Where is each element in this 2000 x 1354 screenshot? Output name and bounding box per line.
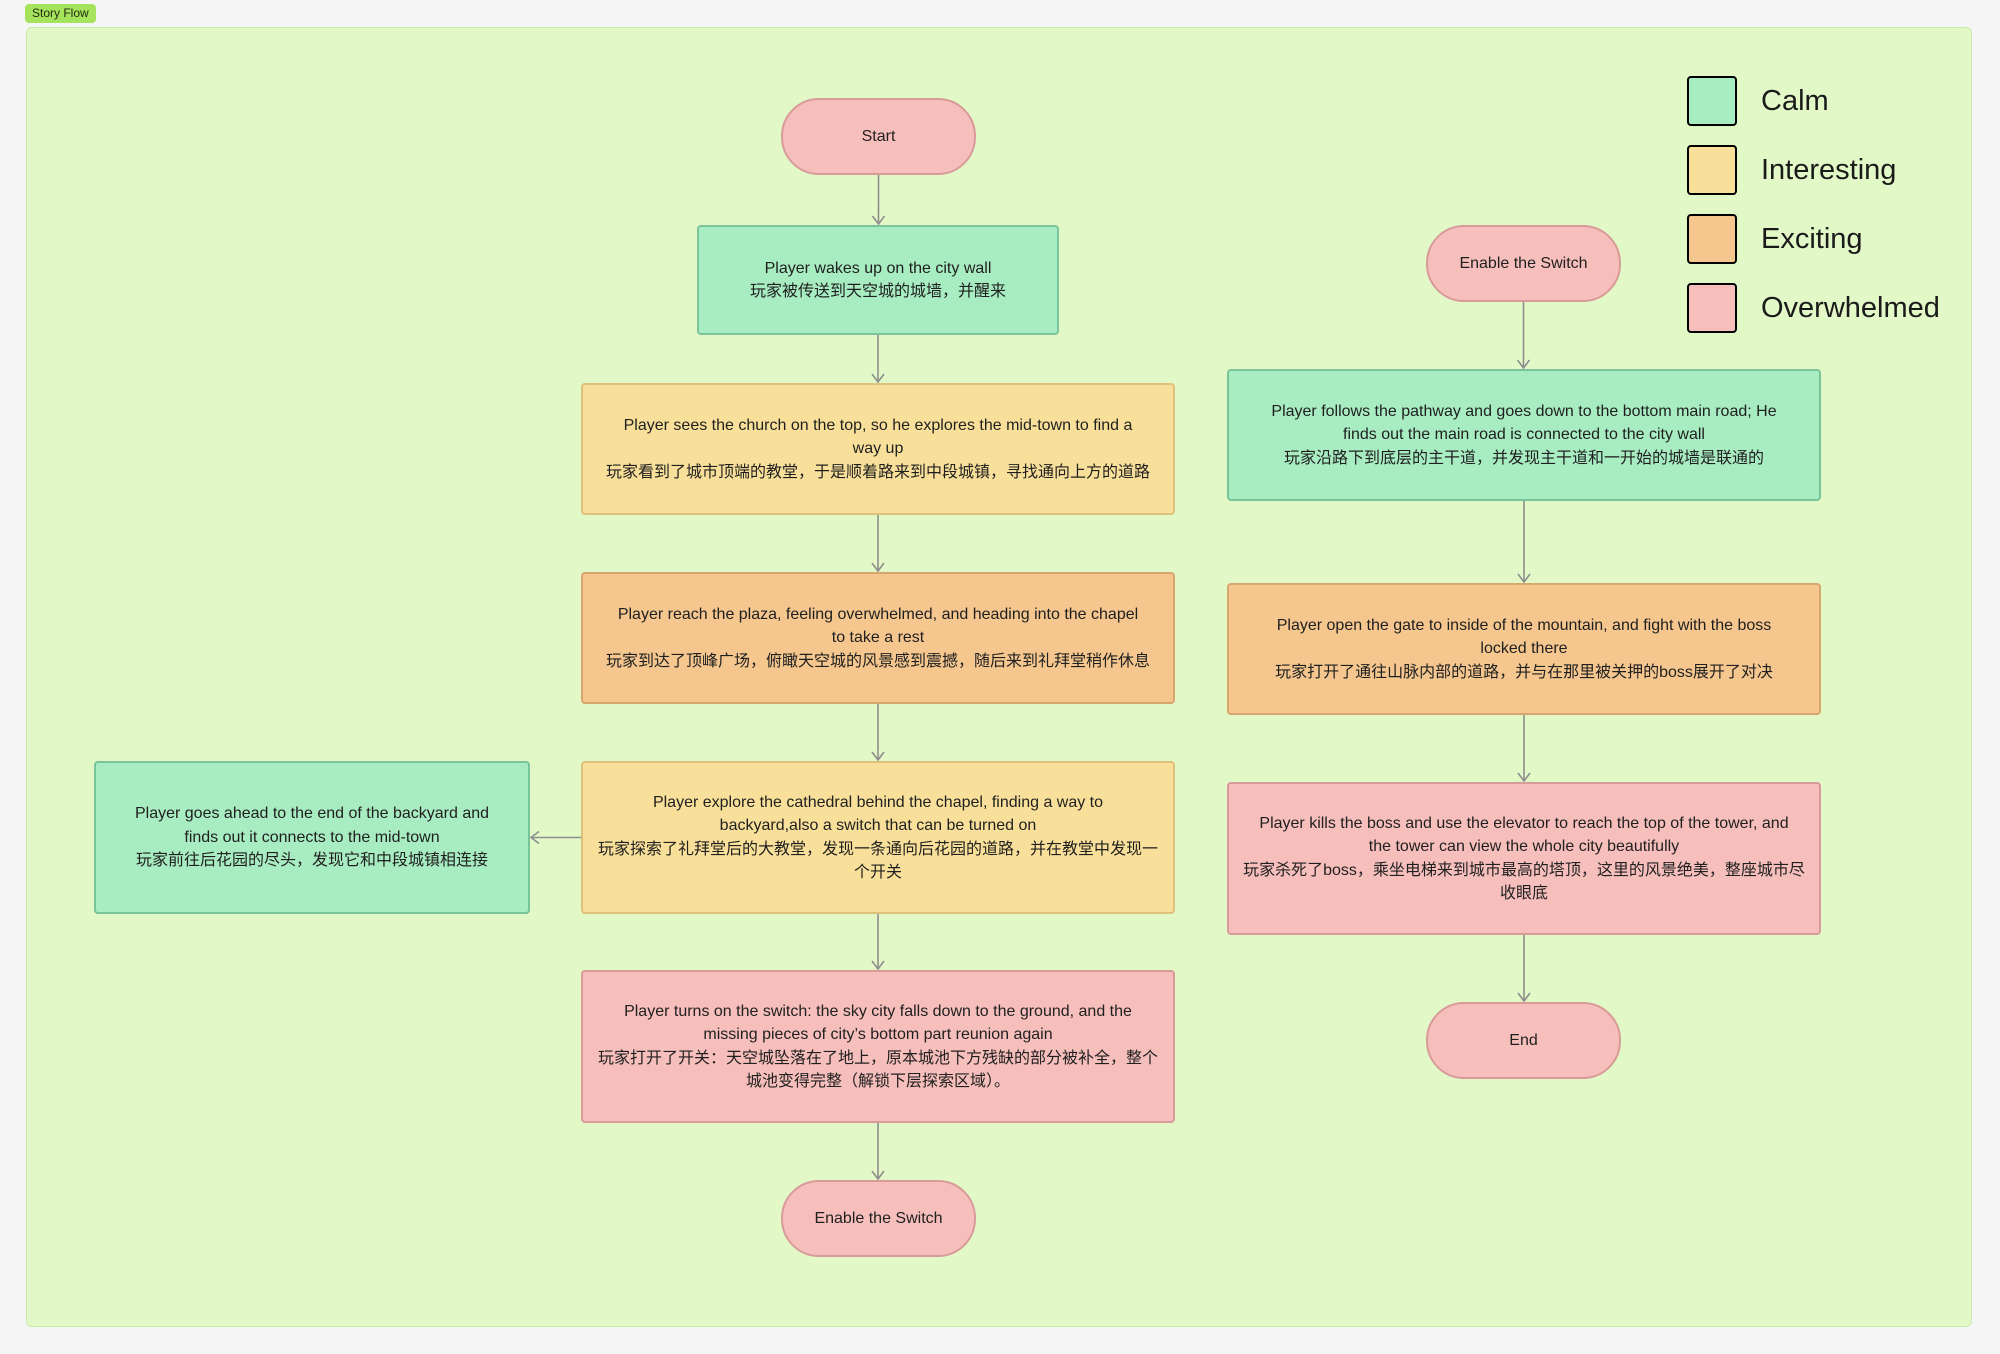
node-text-line: to take a rest [831, 629, 925, 647]
node-text-line: 玩家探索了礼拜堂后的大教堂，发现一条通向后花园的道路，并在教堂中发现一 [597, 840, 1158, 858]
plaza-node[interactable]: Player reach the plaza, feeling overwhel… [581, 572, 1175, 704]
enable-switch-right-node[interactable]: Enable the Switch [1426, 225, 1621, 302]
pathway-node[interactable]: Player follows the pathway and goes down… [1227, 369, 1821, 501]
legend-label-exciting: Exciting [1761, 222, 1863, 255]
node-text-line: 玩家打开了通往山脉内部的道路，并与在那里被关押的boss展开了对决 [1275, 663, 1773, 681]
node-text-line: 城池变得完整（解锁下层探索区域）。 [745, 1073, 1010, 1090]
node-text-line: Player follows the pathway and goes down… [1271, 402, 1777, 420]
node-text-line: Player explore the cathedral behind the … [652, 793, 1104, 811]
node-text-line: 玩家到达了顶峰广场，俯瞰天空城的风景感到震撼，随后来到礼拜堂稍作休息 [605, 652, 1150, 670]
node-text-line: Enable the Switch [814, 1209, 943, 1227]
boss-killed-node[interactable]: Player kills the boss and use the elevat… [1227, 782, 1821, 935]
end-node[interactable]: End [1426, 1002, 1621, 1079]
node-text-line: 玩家前往后花园的尽头，发现它和中段城镇相连接 [135, 852, 488, 870]
legend-swatch-calm [1687, 76, 1737, 126]
node-text-line: Player sees the church on the top, so he… [623, 416, 1133, 434]
node-text-line: Player wakes up on the city wall [764, 259, 992, 277]
legend-item-overwhelmed: Overwhelmed [1687, 282, 1940, 334]
legend-item-interesting: Interesting [1687, 144, 1896, 196]
node-text-line: End [1509, 1031, 1538, 1049]
legend-swatch-interesting [1687, 145, 1737, 195]
section-tag[interactable]: Story Flow [25, 4, 96, 23]
node-text-line: 玩家被传送到天空城的城墙，并醒来 [749, 283, 1006, 300]
turn-on-switch-node[interactable]: Player turns on the switch: the sky city… [581, 970, 1175, 1123]
legend-label-interesting: Interesting [1761, 153, 1897, 186]
legend-label-calm: Calm [1761, 84, 1829, 117]
node-text-line: locked there [1480, 640, 1568, 658]
node-text-line: Player reach the plaza, feeling overwhel… [617, 605, 1139, 623]
backyard-node[interactable]: Player goes ahead to the end of the back… [94, 761, 530, 914]
legend-item-calm: Calm [1687, 75, 1829, 127]
legend-item-exciting: Exciting [1687, 213, 1863, 265]
node-text-line: 收眼底 [1499, 885, 1548, 902]
node-text-line: 个开关 [853, 864, 902, 881]
node-text-line: Player goes ahead to the end of the back… [134, 805, 490, 823]
node-text-line: Player open the gate to inside of the mo… [1276, 616, 1772, 634]
node-text-line: Player kills the boss and use the elevat… [1259, 814, 1789, 832]
node-text-line: Player turns on the switch: the sky city… [624, 1002, 1132, 1020]
legend-swatch-overwhelmed [1687, 283, 1737, 333]
node-text-line: missing pieces of city’s bottom part reu… [703, 1026, 1053, 1043]
node-text-line: way up [852, 440, 904, 458]
node-text-line: Start [861, 127, 896, 145]
node-text-line: the tower can view the whole city beauti… [1368, 838, 1680, 855]
node-text-line: 玩家看到了城市顶端的教堂，于是顺着路来到中段城镇，寻找通向上方的道路 [605, 463, 1150, 481]
node-text-line: backyard,also a switch that can be turne… [719, 817, 1037, 834]
legend-swatch-exciting [1687, 214, 1737, 264]
start-node[interactable]: Start [781, 98, 976, 175]
node-text-line: 玩家沿路下到底层的主干道，并发现主干道和一开始的城墙是联通的 [1283, 449, 1764, 467]
node-text-line: 玩家杀死了boss，乘坐电梯来到城市最高的塔顶，这里的风景绝美，整座城市尽 [1243, 861, 1805, 879]
node-text-line: 玩家打开了开关：天空城坠落在了地上，原本城池下方残缺的部分被补全，整个 [597, 1049, 1158, 1067]
cathedral-node[interactable]: Player explore the cathedral behind the … [581, 761, 1175, 914]
node-text-line: finds out it connects to the mid-town [184, 828, 440, 846]
wake-up-node[interactable]: Player wakes up on the city wall 玩家被传送到天空… [697, 225, 1059, 335]
gate-boss-fight-node[interactable]: Player open the gate to inside of the mo… [1227, 583, 1821, 715]
church-explore-node[interactable]: Player sees the church on the top, so he… [581, 383, 1175, 515]
legend-label-overwhelmed: Overwhelmed [1761, 291, 1940, 324]
node-text-line: Enable the Switch [1459, 254, 1588, 272]
node-text-line: finds out the main road is connected to … [1343, 426, 1705, 444]
enable-switch-left-node[interactable]: Enable the Switch [781, 1180, 976, 1257]
